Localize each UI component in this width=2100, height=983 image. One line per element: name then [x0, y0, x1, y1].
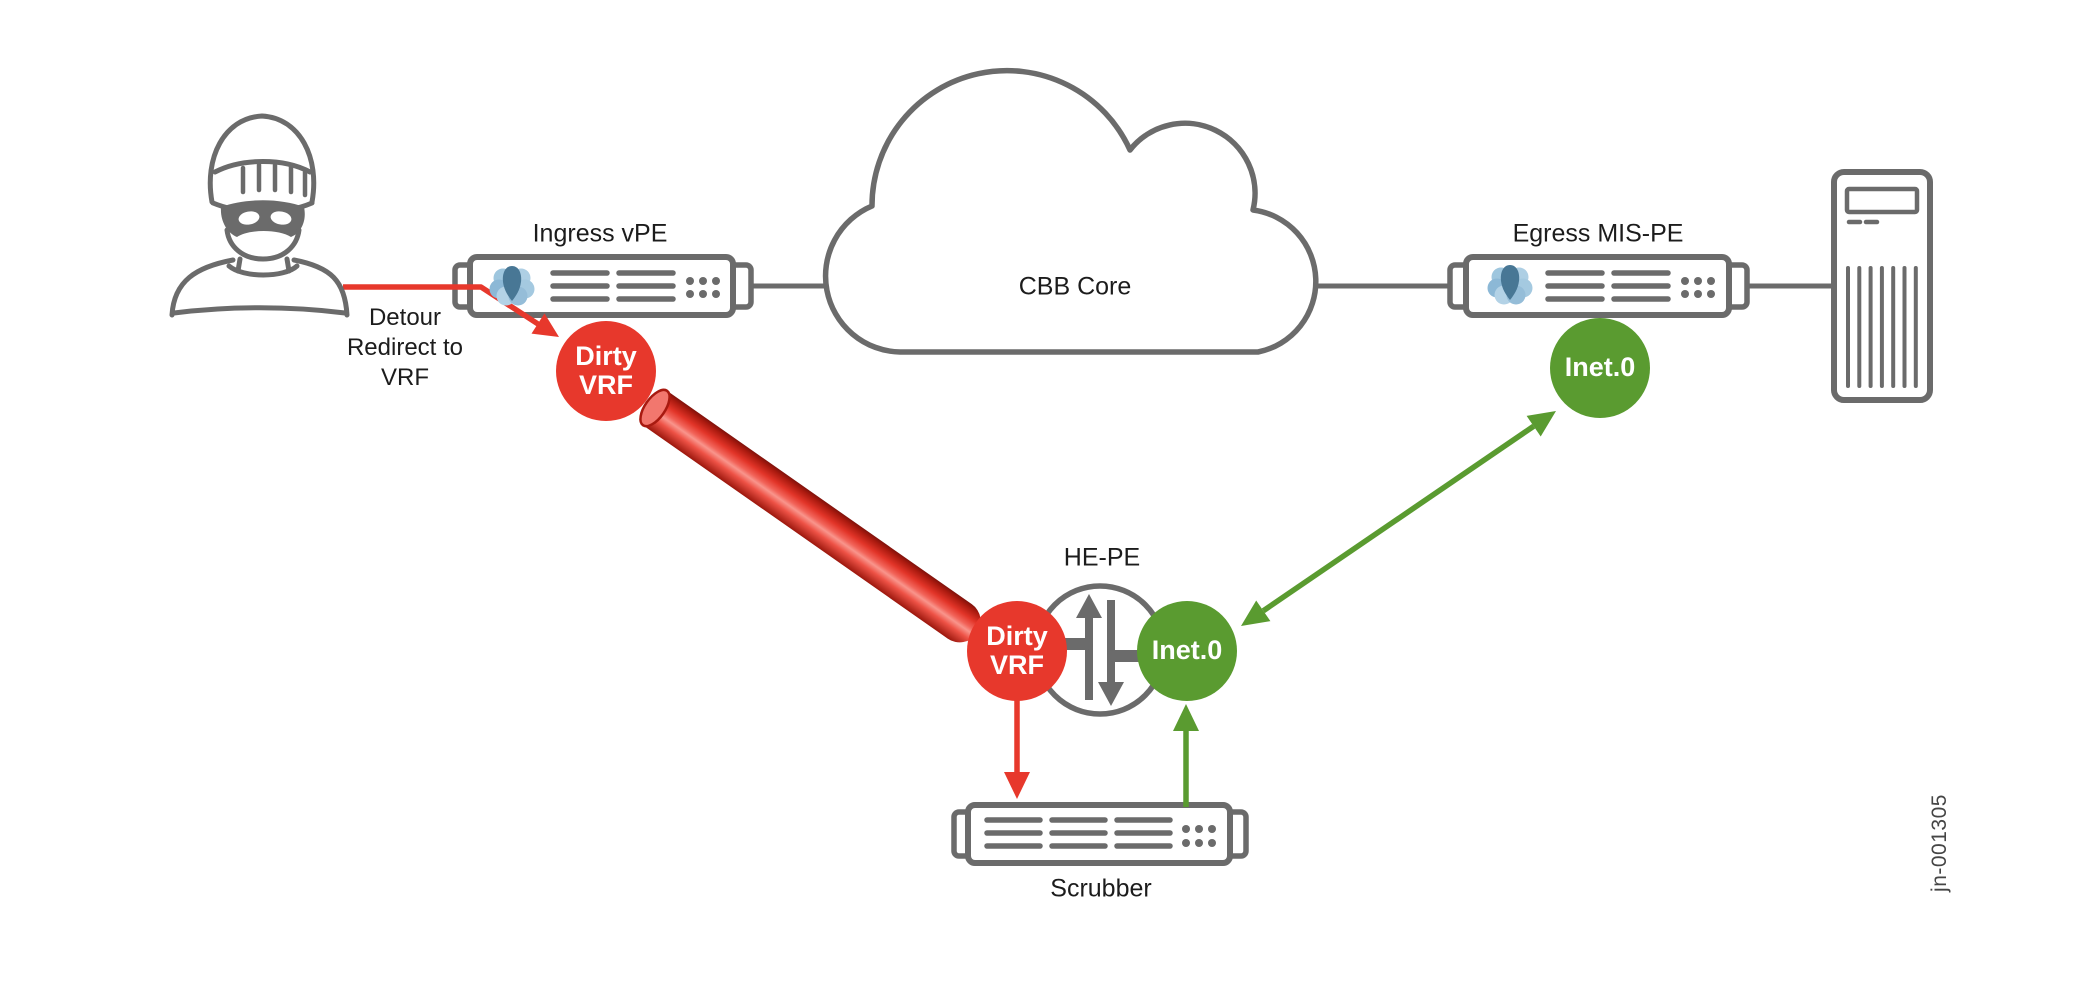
attacker-jaw	[224, 227, 302, 262]
egress-router-label: Egress MIS-PE	[1512, 219, 1684, 248]
server-panel	[1844, 186, 1920, 215]
attacker-right-eye	[270, 211, 292, 225]
inet-to-inet-double-arrow	[1241, 411, 1556, 626]
attacker-hat-band-top	[212, 159, 313, 175]
cloud-outline	[822, 67, 1319, 355]
attacker-eye-mask	[220, 200, 305, 237]
server-vents	[1846, 266, 1918, 388]
attacker-left-shoulder	[169, 257, 236, 318]
rack-router-icon-egress	[1447, 254, 1750, 318]
ingress-dirty-vrf-badge: Dirty VRF	[556, 321, 656, 421]
detour-annotation: Detour Redirect to VRF	[346, 304, 464, 391]
pipe-end-cap	[639, 388, 671, 428]
scrubber-label: Scrubber	[1050, 874, 1152, 903]
attack-line	[343, 284, 540, 327]
attacker-right-shoulder	[291, 257, 350, 318]
green-arrowhead-upper	[1526, 411, 1556, 437]
router-dots	[686, 277, 720, 298]
hepe-dirty-vrf-badge: Dirty VRF	[967, 601, 1067, 701]
he-pe-label: HE-PE	[1063, 543, 1141, 572]
scrubber-dots	[1182, 825, 1216, 847]
cloud-icon	[822, 67, 1319, 355]
attacker-hat-stitches	[240, 162, 308, 198]
attacker-left-eye	[238, 211, 260, 225]
router-vents	[550, 270, 676, 302]
green-up-arrowhead	[1173, 704, 1199, 731]
masked-attacker-icon	[169, 113, 350, 318]
juniper-logo-icon-egress	[1487, 265, 1533, 305]
ingress-router-label: Ingress vPE	[532, 219, 668, 248]
core-cloud-label: CBB Core	[1018, 272, 1132, 301]
figure-number: jn-001305	[1928, 794, 1951, 892]
dirty-to-scrubber-arrow	[1004, 700, 1030, 799]
hepe-inet0-badge: Inet.0	[1137, 601, 1237, 701]
green-diagonal-line	[1261, 423, 1536, 614]
egress-inet0-badge: Inet.0	[1550, 318, 1650, 418]
green-arrowhead-lower	[1241, 600, 1271, 626]
juniper-logo-icon-ingress	[489, 266, 535, 306]
red-down-arrowhead	[1004, 772, 1030, 799]
attacker-hat-dome	[207, 113, 317, 205]
router-dots	[1681, 277, 1715, 298]
tower-server-icon	[1831, 169, 1933, 403]
attacker-hem	[171, 305, 348, 316]
scrubber-to-inet-arrow	[1173, 704, 1199, 807]
attack-arrowhead	[531, 313, 559, 337]
attacker-collar	[226, 263, 300, 278]
rack-appliance-icon-scrubber	[951, 802, 1249, 866]
attack-detour-arrow	[343, 284, 559, 337]
router-vents	[1545, 270, 1671, 302]
red-tunnel-pipe-icon	[639, 388, 981, 643]
scrubber-vents	[984, 817, 1173, 849]
pipe-body	[642, 390, 981, 643]
